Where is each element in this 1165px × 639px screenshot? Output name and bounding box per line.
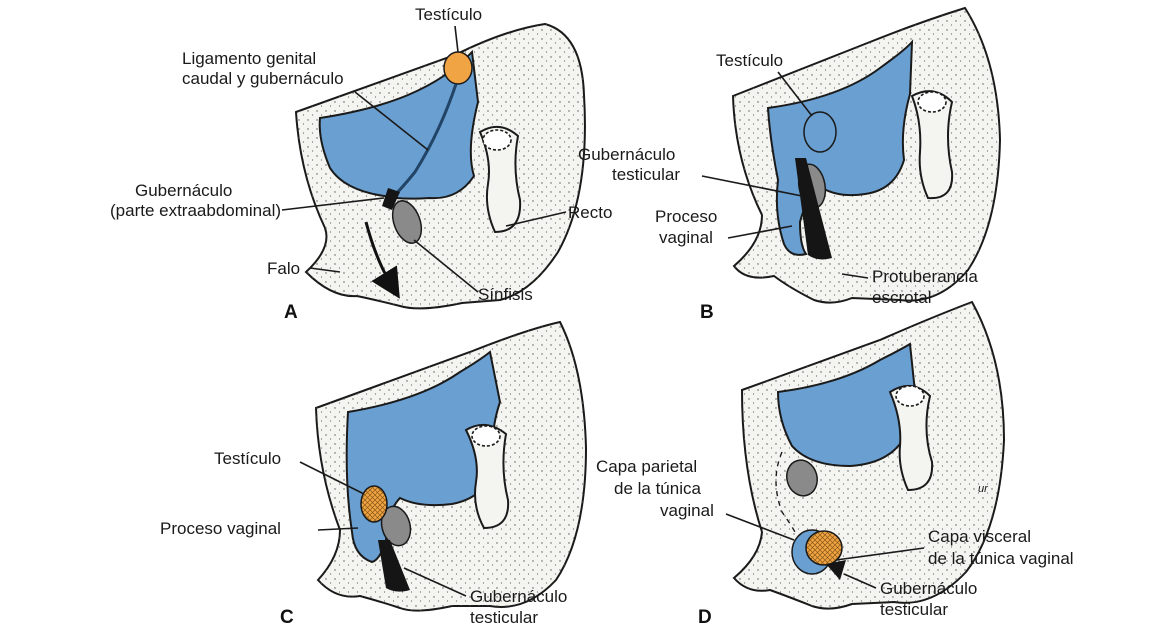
panel-b-label-gubernaculum-1: Gubernáculo [578,145,675,164]
panel-b-label-process-1: Proceso [655,207,717,226]
panel-d-letter: D [698,607,712,628]
panel-a-label-ligament-2: caudal y gubernáculo [182,69,344,88]
panel-b-label-process-2: vaginal [659,228,713,247]
panel-d-label-gubernaculum-2: testicular [880,600,948,619]
panel-a-label-symphysis: Sínfisis [478,285,533,304]
panel-b-label-gubernaculum-2: testicular [612,165,680,184]
panel-d-label-visceral-1: Capa visceral [928,527,1031,546]
panel-c-label-process: Proceso vaginal [160,519,281,538]
panel-b: Testículo Gubernáculo testicular Proceso… [578,8,1000,323]
panel-d-label-parietal-3: vaginal [660,501,714,520]
panel-c-label-testicle: Testículo [214,449,281,468]
panel-a-label-phallus: Falo [267,259,300,278]
panel-c-letter: C [280,607,294,628]
panel-b-label-scrotal-2: escrotal [872,288,932,307]
panel-b-label-testicle: Testículo [716,51,783,70]
panel-c-testis [361,486,387,522]
panel-a-rectum-lumen [483,130,511,150]
panel-a-label-gubernaculum-1: Gubernáculo [135,181,232,200]
panel-a-label-rectum: Recto [568,203,612,222]
panel-a-label-gubernaculum-2: (parte extraabdominal) [110,201,281,220]
panel-a-label-testicle: Testículo [415,5,482,24]
panel-b-testis [804,112,836,152]
panel-a-leader-testicle [455,26,458,52]
panel-b-rectum-lumen [918,92,946,112]
panel-b-letter: B [700,302,714,323]
panel-b-label-scrotal-1: Protuberancia [872,267,978,286]
panel-d-rectum-lumen [896,386,924,406]
panel-d-artist-mark: ur [978,483,989,495]
panel-c-rectum-lumen [472,426,500,446]
panel-a: Testículo Ligamento genital caudal y gub… [110,5,612,323]
panel-d-label-parietal-1: Capa parietal [596,457,697,476]
panel-c-label-gubernaculum-1: Gubernáculo [470,587,567,606]
panel-d-label-visceral-2: de la túnica vaginal [928,549,1074,568]
panel-a-label-ligament-1: Ligamento genital [182,49,316,68]
panel-c-label-gubernaculum-2: testicular [470,608,538,627]
panel-a-letter: A [284,302,298,323]
panel-a-testis [444,52,472,84]
panel-d-label-gubernaculum-1: Gubernáculo [880,579,977,598]
panel-d-label-parietal-2: de la túnica [614,479,701,498]
panel-d: ur Capa parietal de la túnica vaginal Ca… [596,302,1074,628]
panel-c: Testículo Proceso vaginal Gubernáculo te… [160,322,586,628]
